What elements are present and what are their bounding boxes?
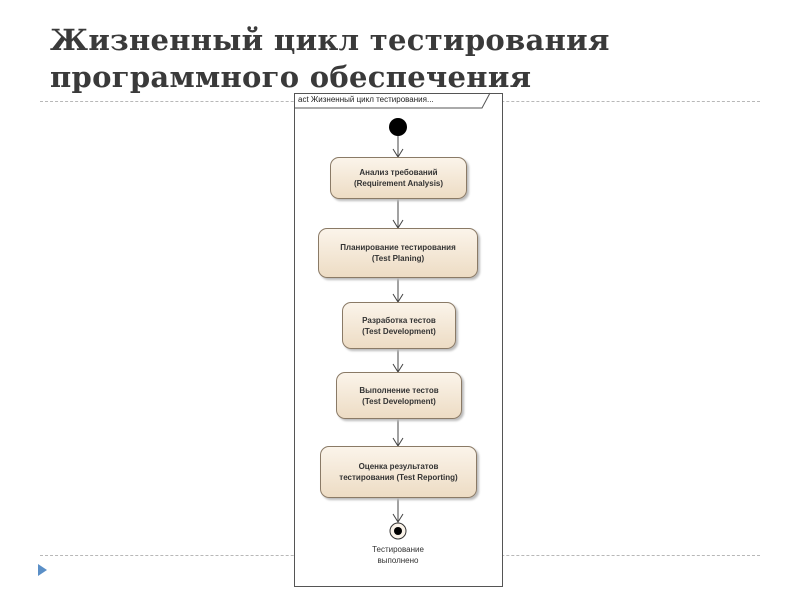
activity-requirement-analysis: Анализ требований (Requirement Analysis) — [330, 157, 467, 199]
node-text: (Test Planing) — [371, 254, 425, 263]
final-node-label: Тестирование выполнено — [362, 544, 434, 566]
activity-test-reporting: Оценка результатов тестирования (Test Rep… — [320, 446, 477, 498]
arrow-5 — [392, 418, 404, 447]
activity-test-planning: Планирование тестирования (Test Planing) — [318, 228, 478, 278]
slide-title: Жизненный цикл тестирования программного… — [50, 22, 610, 96]
node-text: (Requirement Analysis) — [353, 179, 444, 188]
activity-test-execution: Выполнение тестов(Test Development) — [336, 372, 462, 419]
frame-tab — [294, 92, 491, 109]
node-text: Планирование тестирования — [340, 243, 456, 252]
bullet-arrow-icon — [38, 564, 47, 576]
start-node — [389, 118, 407, 136]
final-label-line-1: Тестирование — [372, 545, 424, 554]
node-text: тестирования (Test Reporting) — [339, 473, 458, 482]
arrow-2 — [392, 198, 404, 229]
arrow-1 — [392, 136, 404, 158]
node-text: Выполнение тестов — [359, 385, 439, 395]
final-label-line-2: выполнено — [377, 556, 419, 565]
node-text: Разработка тестов — [362, 315, 436, 325]
node-text: Оценка результатов — [358, 462, 439, 471]
node-text: (Test Development) — [362, 326, 436, 336]
arrow-3 — [392, 277, 404, 303]
final-node-dot — [394, 527, 402, 535]
slide-title-line-1: Жизненный цикл тестирования — [50, 23, 610, 57]
node-text: (Test Development) — [362, 396, 436, 406]
activity-test-development: Разработка тестов(Test Development) — [342, 302, 456, 349]
frame-label: act Жизненный цикл тестирования... — [298, 95, 434, 104]
arrow-6 — [392, 497, 404, 523]
node-text: Анализ требований — [359, 168, 438, 177]
slide-title-line-2: программного обеспечения — [50, 60, 532, 94]
arrow-4 — [392, 348, 404, 373]
